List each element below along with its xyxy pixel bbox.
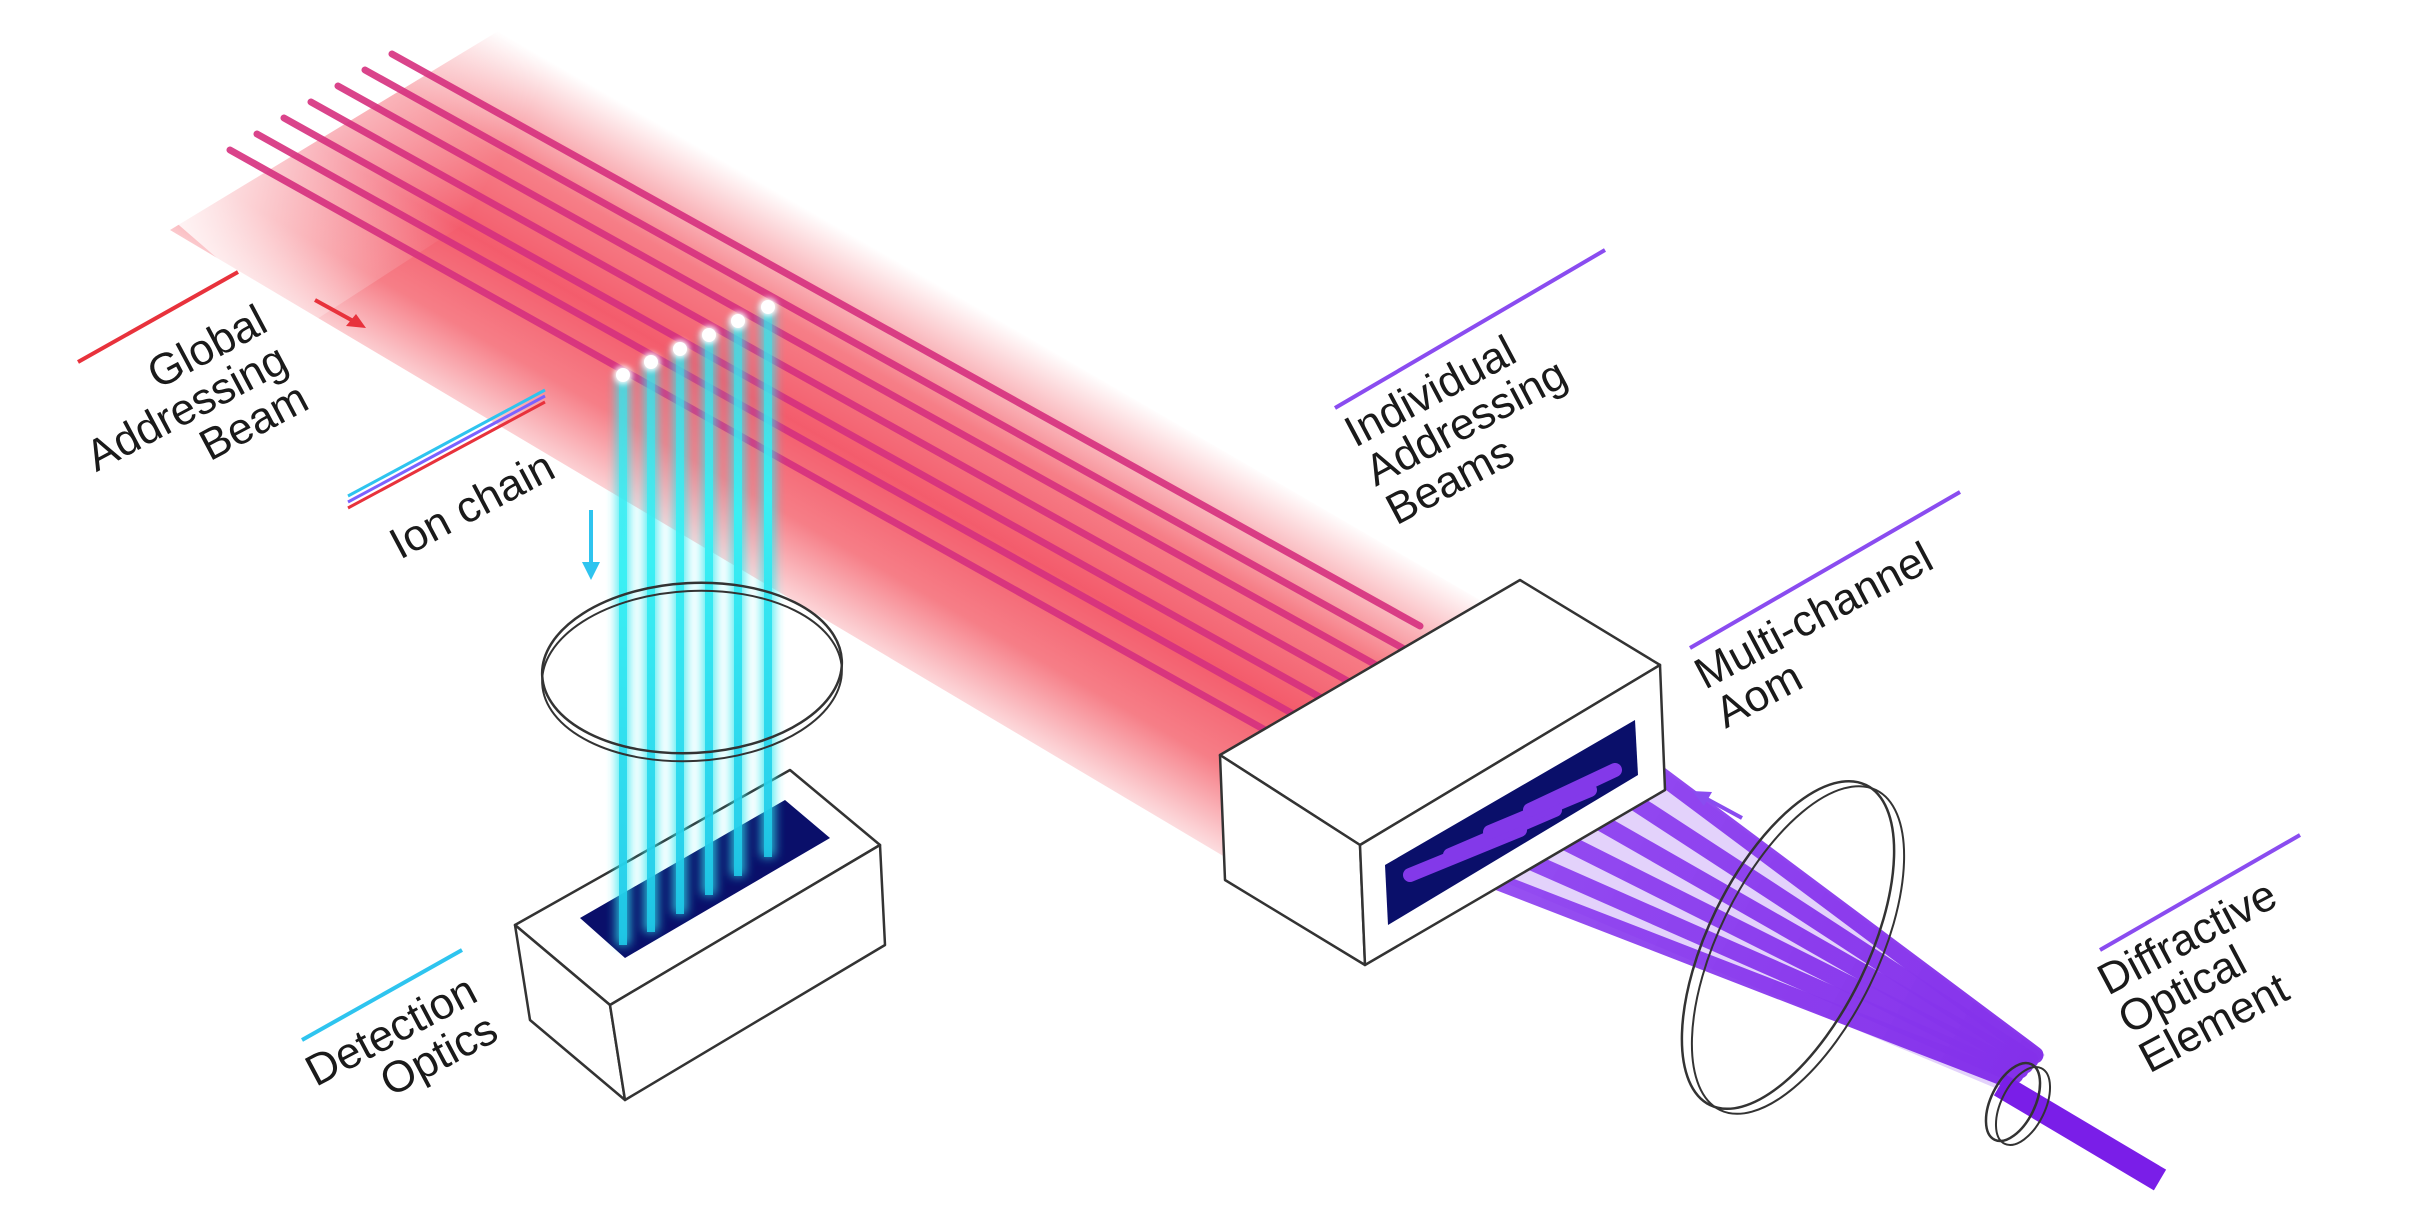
ion (673, 342, 687, 356)
label-diffractive-optical-element: Diffractive Optical Element (2090, 833, 2301, 1083)
ion (616, 368, 630, 382)
label-detection-optics: Detection Optics (298, 948, 505, 1106)
label-rule (301, 948, 463, 1042)
label-rule (2099, 833, 2301, 952)
global-beam-arrow (314, 298, 366, 328)
detection-light (616, 307, 775, 945)
detection-optics-box (513, 768, 887, 1102)
detection-arrow (582, 510, 600, 580)
diffractive-optical-element (1984, 1061, 2052, 1146)
label-rule (347, 394, 546, 504)
ion (731, 314, 745, 328)
ion (702, 328, 716, 342)
detection-lens (540, 581, 844, 763)
label-rule (347, 400, 546, 510)
input-beam (1993, 1074, 2167, 1191)
global-addressing-beam (150, 20, 1480, 860)
focusing-lens (1680, 779, 1906, 1115)
global-beam-lines (226, 50, 1424, 804)
label-rule (347, 388, 546, 498)
label-line: Multi-channel (1687, 533, 1941, 699)
ion-chain (614, 298, 777, 384)
label-rule (77, 270, 239, 364)
label-line: Ion chain (382, 442, 563, 569)
ion (644, 355, 658, 369)
label-multi-channel-aom: Multi-channel Aom (1687, 490, 1962, 738)
multi-channel-aom (1218, 578, 1667, 967)
individual-beam-arrow (1692, 791, 1743, 820)
label-rule (1688, 490, 1962, 650)
label-rule (1333, 248, 1607, 410)
ion (761, 300, 775, 314)
label-individual-addressing-beams: Individual Addressing Beams (1333, 248, 1607, 535)
